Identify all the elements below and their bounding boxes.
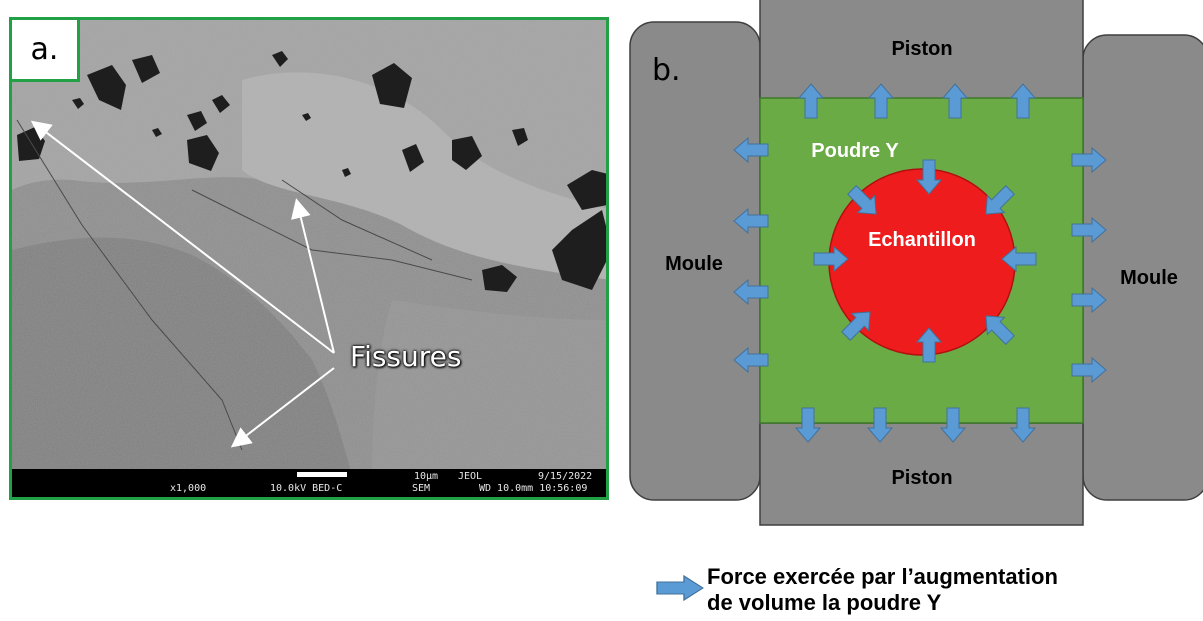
sem-wd-time: WD 10.0mm 10:56:09 <box>479 483 588 494</box>
sem-scale-value: 10μm <box>414 471 439 482</box>
sem-brand: JEOL <box>458 471 483 482</box>
sem-panel: a. Fissures 10μm JEOL 9/15/2022 x1,000 1… <box>9 17 609 500</box>
piston-bottom-label: Piston <box>891 467 952 489</box>
powder-label: Poudre Y <box>811 140 899 162</box>
fissures-annotation: Fissures <box>350 340 462 373</box>
scale-bar <box>297 472 347 477</box>
sem-instrument: SEM <box>412 483 431 494</box>
piston-top <box>759 0 1084 101</box>
legend-line-2: de volume la poudre Y <box>707 590 942 615</box>
piston-bottom <box>759 422 1084 526</box>
sem-voltage: 10.0kV BED-C <box>270 483 343 494</box>
piston-top-label: Piston <box>891 38 952 60</box>
mould-left-label: Moule <box>665 253 723 275</box>
sem-magnification: x1,000 <box>170 483 207 494</box>
legend: Force exercée par l’augmentation de volu… <box>707 564 1177 616</box>
sample-label: Echantillon <box>868 229 976 251</box>
legend-line-1: Force exercée par l’augmentation <box>707 564 1058 589</box>
sem-info-bar: 10μm JEOL 9/15/2022 x1,000 10.0kV BED-C … <box>12 469 606 497</box>
panel-a-label: a. <box>12 20 80 82</box>
sem-date: 9/15/2022 <box>538 471 593 482</box>
legend-arrow-icon <box>656 575 704 601</box>
panel-b-label: b. <box>652 53 681 88</box>
mould-right-label: Moule <box>1120 267 1178 289</box>
sem-micrograph <box>12 20 606 497</box>
